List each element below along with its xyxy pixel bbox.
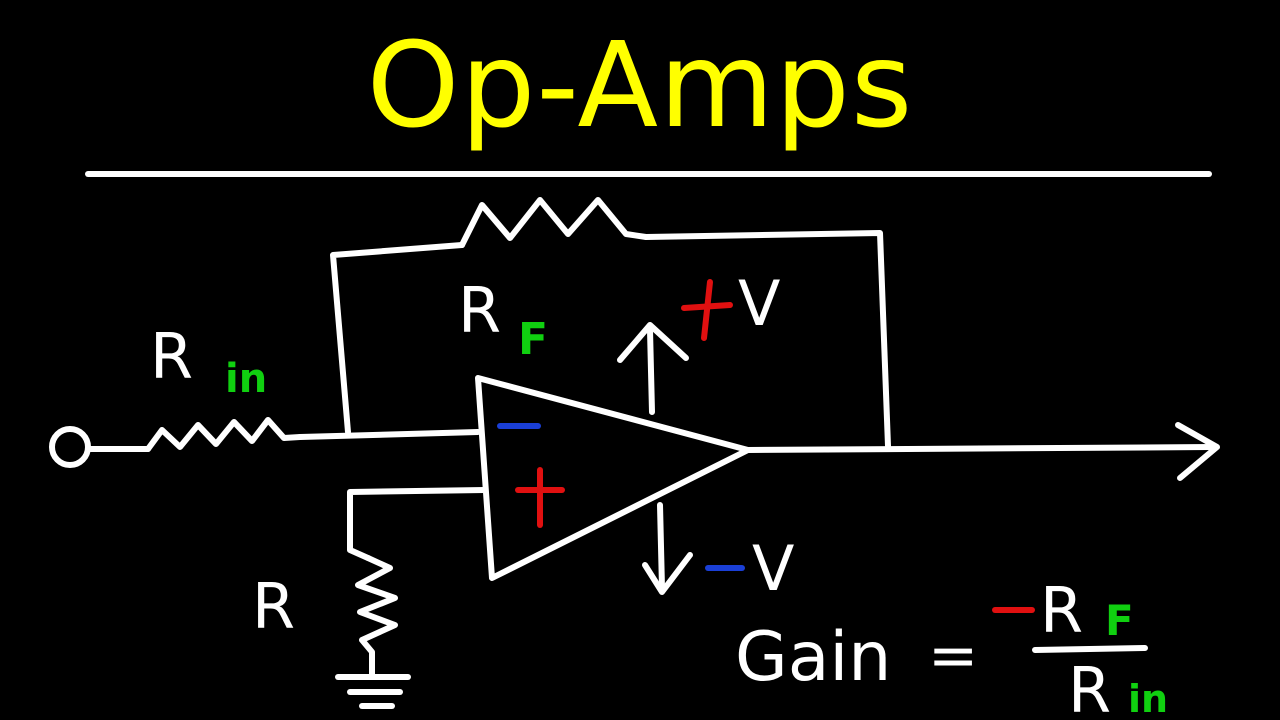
gain-equals-sign: = — [928, 621, 978, 691]
output-wire — [745, 444, 1215, 453]
down-arrow-icon — [642, 552, 693, 595]
input-resistor-label: R — [150, 320, 193, 393]
feedback-wire-right — [643, 230, 891, 449]
inverting-input-wire — [297, 429, 481, 440]
ground-resistor-label: R — [252, 570, 295, 643]
feedback-wire-left — [330, 242, 465, 435]
up-arrow-icon — [617, 322, 689, 363]
noninverting-input-wire — [347, 487, 488, 561]
input-resistor-subscript: in — [225, 356, 267, 402]
title-divider — [85, 171, 1212, 177]
feedback-resistor-label: R — [458, 274, 501, 347]
op-amp-triangle — [475, 375, 751, 581]
gain-fraction-bar — [1032, 645, 1148, 653]
feedback-resistor-subscript: F — [518, 314, 548, 365]
gain-denominator-subscript: in — [1128, 677, 1168, 720]
output-arrow-icon — [1175, 422, 1220, 481]
gain-denominator: R — [1068, 654, 1111, 720]
negative-supply-wire — [657, 502, 665, 591]
positive-supply-label: V — [738, 267, 780, 340]
positive-supply-wire — [647, 327, 655, 415]
page-title: Op-Amps — [366, 16, 914, 154]
input-terminal — [49, 426, 91, 468]
gain-numerator-subscript: F — [1105, 596, 1134, 645]
gain-numerator: R — [1040, 574, 1083, 647]
input-resistor — [145, 417, 303, 452]
feedback-resistor — [459, 197, 649, 248]
positive-supply-sign-v — [701, 279, 713, 341]
ground-resistor — [355, 555, 398, 678]
negative-supply-label: V — [752, 532, 794, 605]
gain-label: Gain — [735, 618, 891, 697]
